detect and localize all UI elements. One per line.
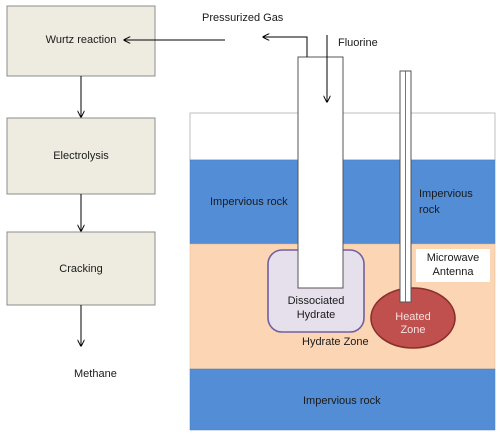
impervious-rock-upper-left-label: Impervious rock <box>210 196 288 208</box>
microwave-antenna-line1: Microwave <box>426 252 480 264</box>
impervious-rock-upper-right-line2: rock <box>419 204 440 216</box>
electrolysis-box <box>6 117 156 195</box>
impervious-rock-upper-right-line1: Impervious <box>419 188 473 200</box>
lower-rock-layer <box>189 368 496 431</box>
heated-zone-line1: Heated <box>395 311 431 323</box>
methane-label: Methane <box>74 368 117 380</box>
impervious-rock-lower-label: Impervious rock <box>303 395 381 407</box>
dissociated-hydrate-line1: Dissociated <box>287 295 345 307</box>
pressurized-gas-line <box>263 37 308 57</box>
hydrate-zone-label: Hydrate Zone <box>302 336 369 348</box>
wurtz-reaction-label: Wurtz reaction <box>45 34 117 46</box>
cracking-label: Cracking <box>59 263 103 275</box>
pressurized-gas-label: Pressurized Gas <box>202 12 284 24</box>
heated-zone-line2: Zone <box>400 324 426 336</box>
microwave-antenna-line2: Antenna <box>432 266 474 278</box>
fluorine-label: Fluorine <box>338 37 378 49</box>
microwave-antenna-label-box <box>416 249 490 282</box>
wurtz-reaction-box <box>6 5 156 77</box>
cracking-box <box>6 231 156 306</box>
electrolysis-label: Electrolysis <box>53 150 109 162</box>
dissociated-hydrate-line2: Hydrate <box>296 309 336 321</box>
wellbore-pipe <box>297 56 344 289</box>
heated-zone-region <box>370 287 456 349</box>
